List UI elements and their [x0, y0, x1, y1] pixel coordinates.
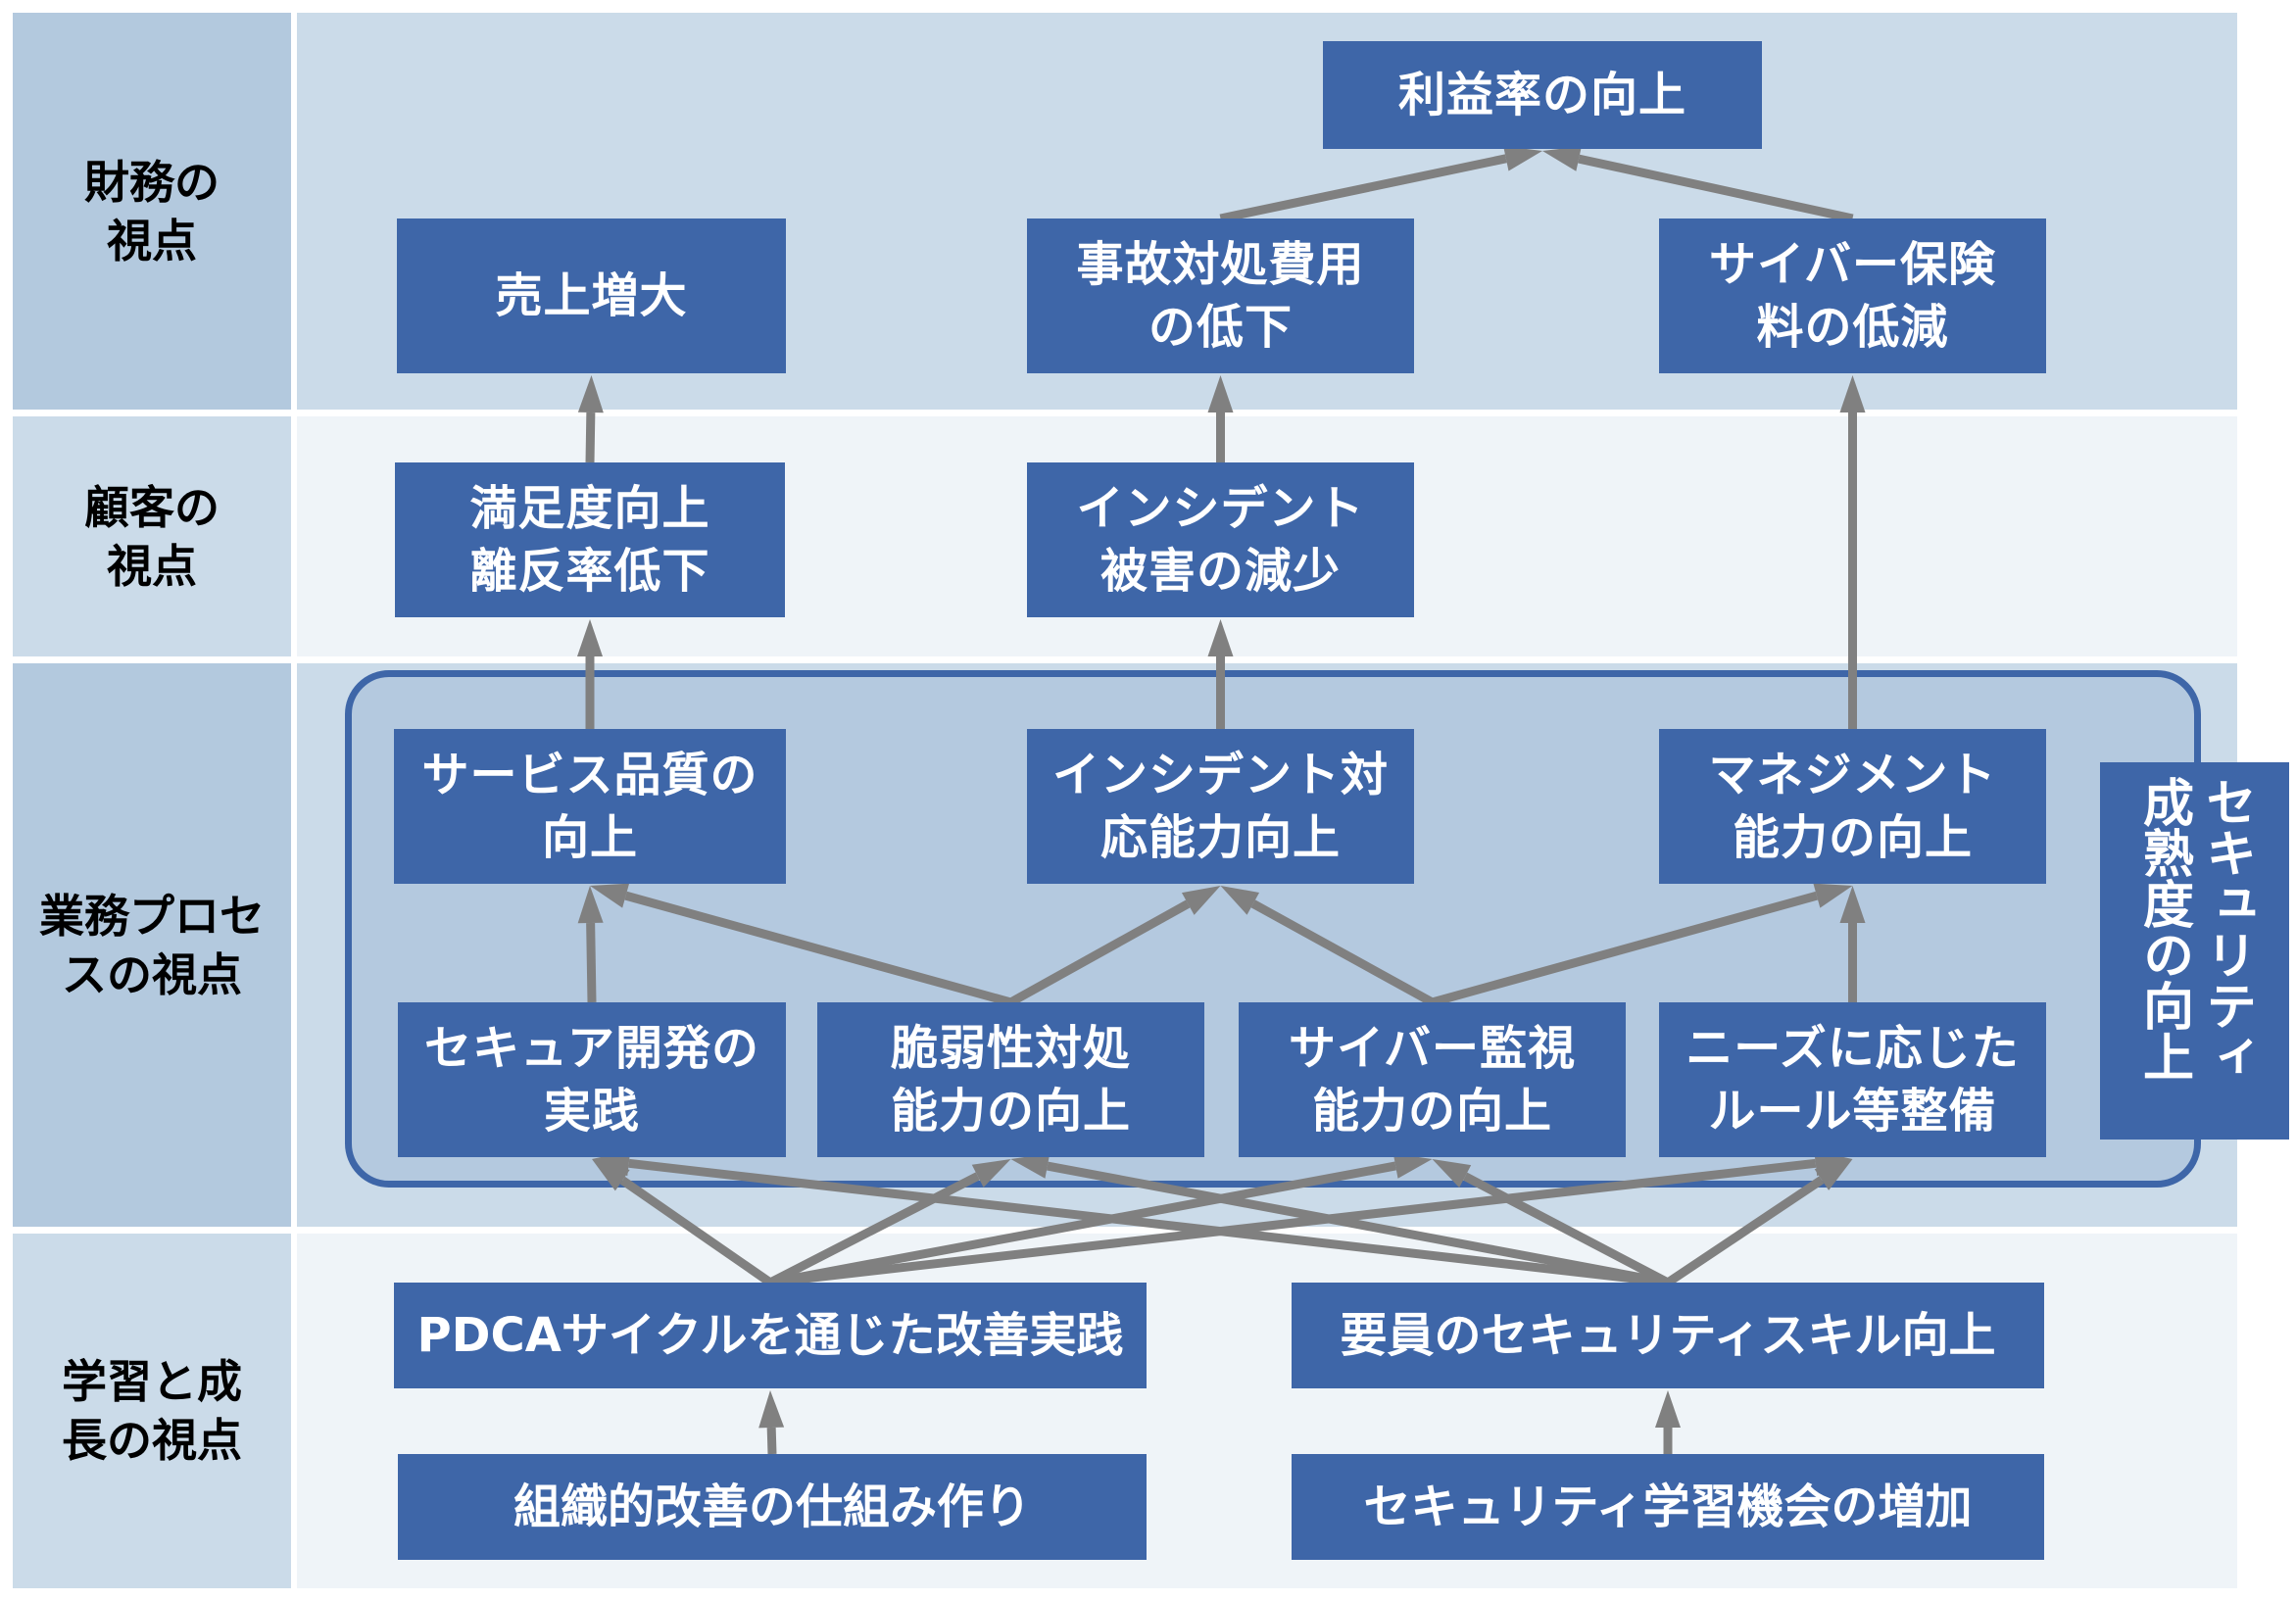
node-skills: 要員のセキュリティスキル向上: [1292, 1283, 2044, 1388]
band-process-label: [13, 663, 291, 1227]
node-incident-response: インシデント対 応能力向上: [1027, 729, 1414, 884]
node-management: マネジメント 能力の向上: [1659, 729, 2046, 884]
perspective-customer: 顧客の 視点: [84, 480, 220, 593]
band-financial-label: [13, 13, 291, 410]
node-monitoring: サイバー監視 能力の向上: [1239, 1002, 1626, 1157]
node-org: 組織的改善の仕組み作り: [398, 1454, 1147, 1560]
node-vulnerability: 脆弱性対処 能力の向上: [817, 1002, 1204, 1157]
node-sales: 売上増大: [397, 218, 786, 373]
node-incident-cost: 事故対処費用 の低下: [1027, 218, 1414, 373]
node-rules: ニーズに応じた ルール等整備: [1659, 1002, 2046, 1157]
node-pdca: PDCAサイクルを通じた改善実践: [394, 1283, 1147, 1388]
node-secure-dev: セキュア開発の 実践: [398, 1002, 786, 1157]
band-customer-label: [13, 416, 291, 656]
node-satisfaction: 満足度向上 離反率低下: [395, 462, 785, 617]
perspective-financial: 財務の 視点: [84, 155, 220, 267]
node-incident-damage: インシデント 被害の減少: [1027, 462, 1414, 617]
security-maturity-label: セキュリティ成熟度の向上: [2100, 762, 2289, 1140]
perspective-process: 業務プロセ スの視点: [39, 889, 265, 1001]
band-learning-label: [13, 1234, 291, 1588]
node-insurance: サイバー保険 料の低減: [1659, 218, 2046, 373]
node-service-quality: サービス品質の 向上: [394, 729, 786, 884]
node-profit: 利益率の向上: [1323, 41, 1762, 149]
node-learning-opportunities: セキュリティ学習機会の増加: [1292, 1454, 2044, 1560]
perspective-learning: 学習と成 長の視点: [62, 1355, 242, 1467]
